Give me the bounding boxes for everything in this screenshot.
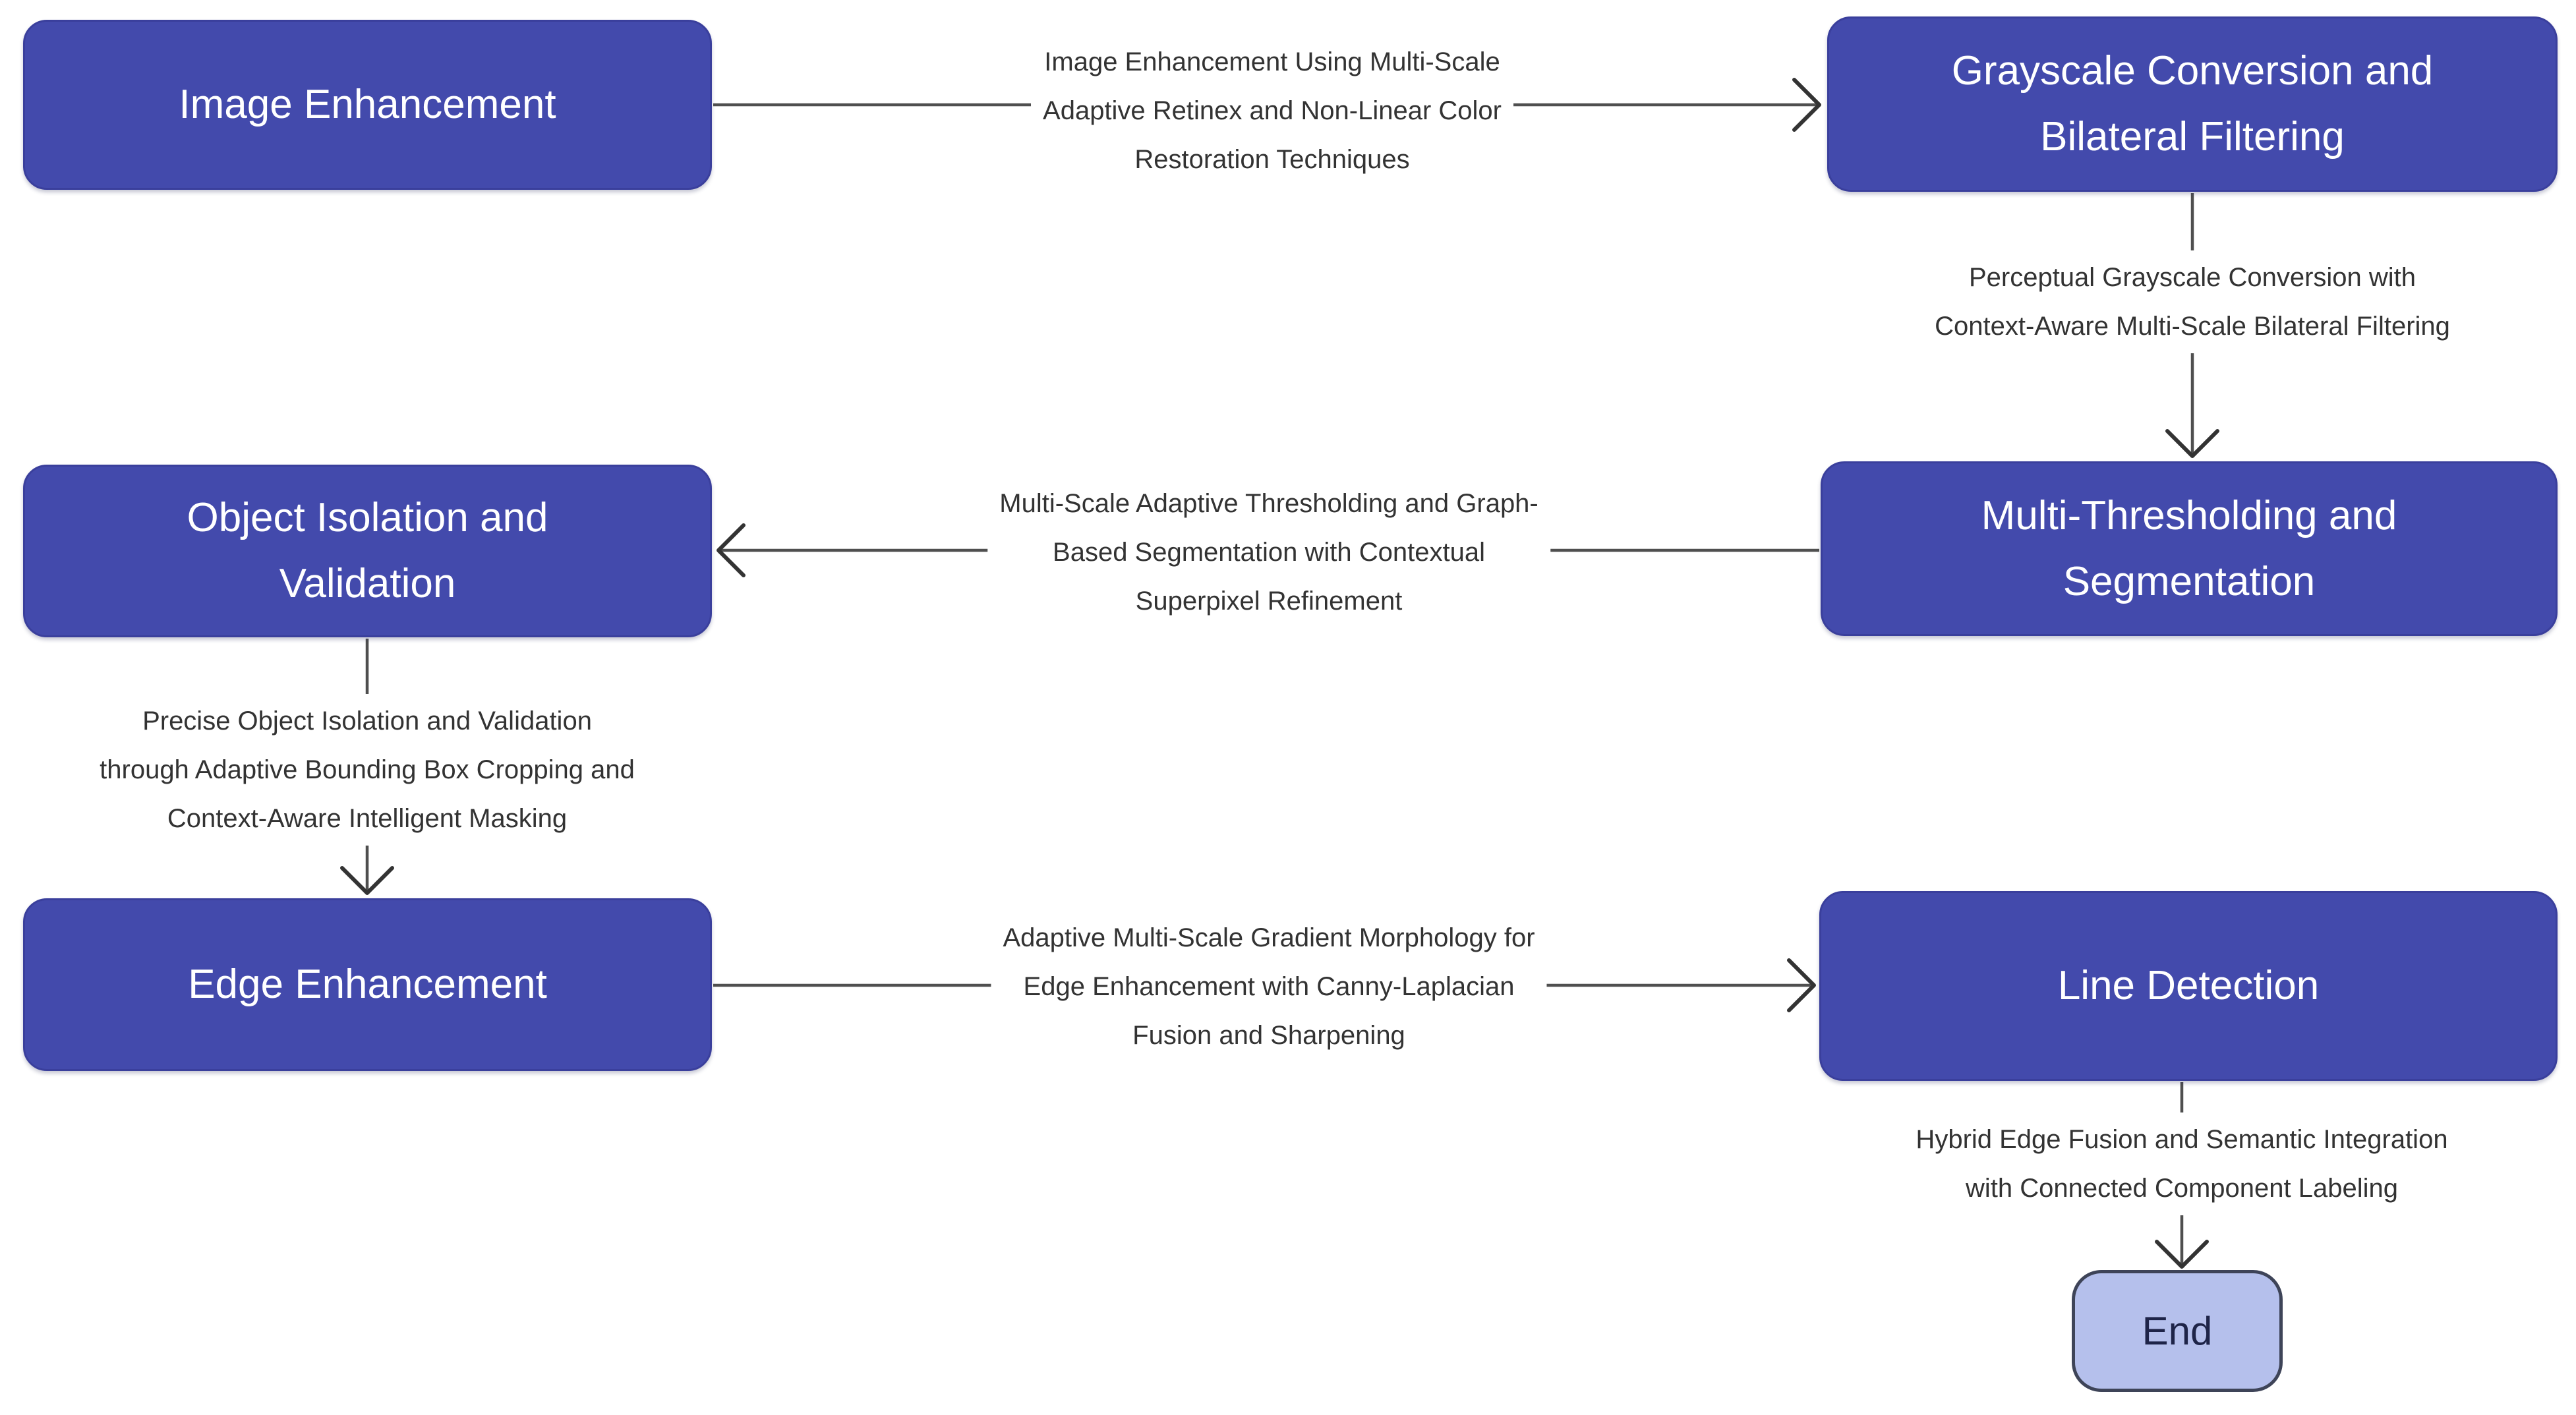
- edge-label-perceptual-grayscale: Perceptual Grayscale Conversion with Con…: [1923, 250, 2462, 353]
- node-line-detection-label: Line Detection: [2057, 963, 2320, 1008]
- arrowhead-left-icon: [717, 523, 746, 577]
- node-line-detection: Line Detection: [1819, 891, 2558, 1081]
- arrowhead-down-icon: [2165, 429, 2219, 458]
- node-object-isolation-label: Object Isolation and Validation: [187, 495, 548, 606]
- node-end-label: End: [2142, 1308, 2213, 1353]
- node-grayscale-conversion-and-bilateral-filtering: Grayscale Conversion and Bilateral Filte…: [1827, 16, 2558, 192]
- node-image-enhancement-label: Image Enhancement: [179, 82, 556, 127]
- node-end: End: [2072, 1270, 2283, 1392]
- edge-label-gradient-morphology: Adaptive Multi-Scale Gradient Morphology…: [991, 911, 1547, 1062]
- arrowhead-right-icon: [1787, 958, 1816, 1012]
- edge-label-hybrid-edge-fusion: Hybrid Edge Fusion and Semantic Integrat…: [1904, 1112, 2460, 1215]
- edge-label-bounding-box-masking: Precise Object Isolation and Validation …: [88, 694, 647, 846]
- node-edge-enhancement-label: Edge Enhancement: [188, 962, 547, 1007]
- node-object-isolation-and-validation: Object Isolation and Validation: [23, 465, 712, 637]
- node-image-enhancement: Image Enhancement: [23, 20, 712, 190]
- node-grayscale-label: Grayscale Conversion and Bilateral Filte…: [1951, 48, 2434, 159]
- node-edge-enhancement: Edge Enhancement: [23, 898, 712, 1071]
- arrowhead-right-icon: [1792, 78, 1821, 132]
- node-multi-thresholding-and-segmentation: Multi-Thresholding and Segmentation: [1821, 461, 2558, 636]
- arrowhead-down-icon: [2155, 1240, 2209, 1269]
- edge-label-retinex-restoration: Image Enhancement Using Multi-Scale Adap…: [1031, 35, 1513, 187]
- edge-label-adaptive-thresholding: Multi-Scale Adaptive Thresholding and Gr…: [987, 476, 1550, 628]
- node-multi-thresholding-label: Multi-Thresholding and Segmentation: [1981, 492, 2397, 604]
- arrowhead-down-icon: [340, 866, 394, 895]
